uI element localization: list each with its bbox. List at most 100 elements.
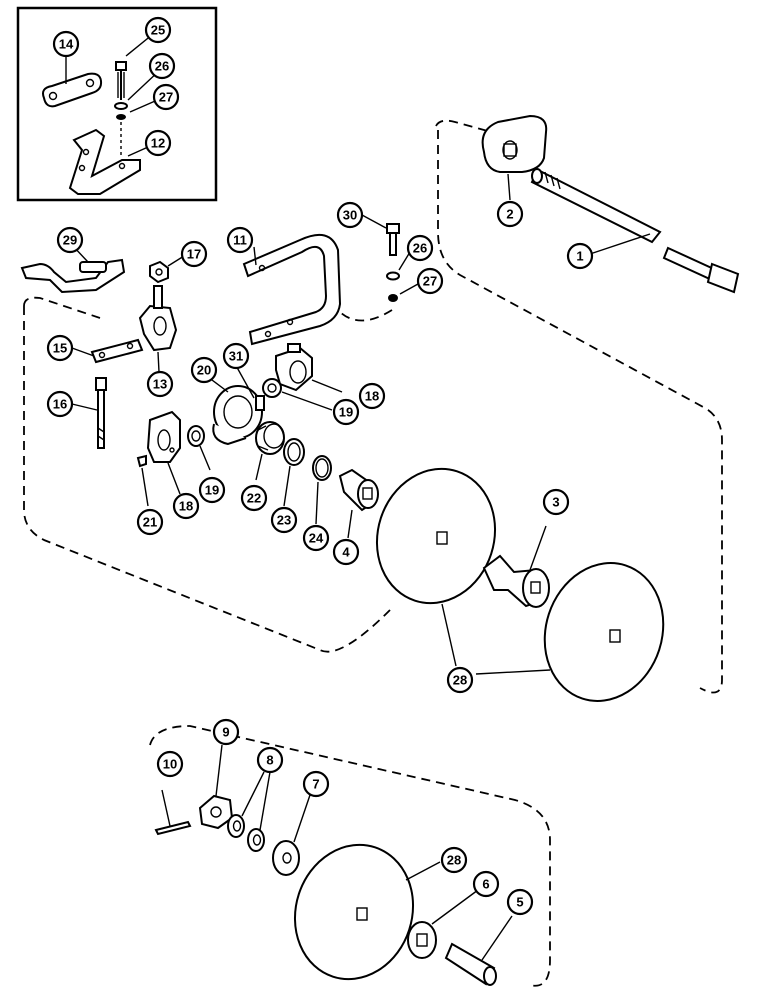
callout-circle <box>332 538 360 566</box>
callout-circle <box>302 770 330 798</box>
callout-circle <box>144 129 172 157</box>
grease-fitting-part <box>136 454 147 468</box>
spacer-washer-part <box>272 840 300 876</box>
spring-tine-part <box>242 233 342 346</box>
callout-number: 5 <box>516 895 523 910</box>
callout-number: 22 <box>247 491 261 506</box>
group-outline-main <box>23 296 393 653</box>
callout-number: 31 <box>229 349 243 364</box>
disc-blade-part-lower <box>293 843 415 981</box>
callout-3: 3 <box>542 488 570 516</box>
callout-29: 29 <box>56 226 84 254</box>
bolt-part <box>115 61 127 100</box>
callout-circle <box>256 746 284 774</box>
callout-circle <box>358 382 386 410</box>
bearing-part-right <box>262 378 282 398</box>
callout-13: 13 <box>146 370 174 398</box>
callout-number: 29 <box>63 233 77 248</box>
callout-number: 9 <box>222 725 229 740</box>
callout-circle <box>222 342 250 370</box>
gang-shaft-part <box>530 168 740 294</box>
group-outline-lower <box>149 725 551 987</box>
callout-28: 28 <box>446 666 474 694</box>
callout-number: 27 <box>423 274 437 289</box>
callout-circle <box>46 390 74 418</box>
mounting-bolt-part <box>386 223 400 256</box>
callout-circle <box>52 30 80 58</box>
callout-circle <box>180 240 208 268</box>
callout-number: 27 <box>159 90 173 105</box>
disc-blade-part-right <box>543 562 665 702</box>
callout-17: 17 <box>180 240 208 268</box>
callout-circle <box>152 83 180 111</box>
callout-circle <box>136 508 164 536</box>
callout-number: 18 <box>365 389 379 404</box>
disc-spacer-plate-part <box>481 114 548 173</box>
clamp-part <box>138 285 178 352</box>
callout-circle <box>542 488 570 516</box>
callout-circle <box>146 370 174 398</box>
callout-circle <box>406 234 434 262</box>
callout-number: 3 <box>552 495 559 510</box>
callout-21: 21 <box>136 508 164 536</box>
callout-number: 14 <box>59 37 74 52</box>
callout-number: 26 <box>155 59 169 74</box>
callout-28: 28 <box>440 846 468 874</box>
callout-circle <box>496 200 524 228</box>
callout-number: 26 <box>413 241 427 256</box>
cotter-pin-part <box>154 820 192 836</box>
callout-1: 1 <box>566 242 594 270</box>
callout-circle <box>240 484 268 512</box>
callout-4: 4 <box>332 538 360 566</box>
callout-circle <box>172 492 200 520</box>
end-tube-part <box>444 942 497 986</box>
callout-number: 20 <box>197 363 211 378</box>
callout-number: 28 <box>453 673 467 688</box>
callout-number: 25 <box>151 23 165 38</box>
callout-number: 1 <box>576 249 583 264</box>
callout-circle <box>506 888 534 916</box>
callout-18: 18 <box>358 382 386 410</box>
bearing-part-left <box>187 425 205 447</box>
callout-circle <box>332 398 360 426</box>
callout-circle <box>472 870 500 898</box>
callout-30: 30 <box>336 201 364 229</box>
callout-22: 22 <box>240 484 268 512</box>
callout-circle <box>144 16 172 44</box>
callout-16: 16 <box>46 390 74 418</box>
callout-circle <box>416 267 444 295</box>
callout-circle <box>226 226 254 254</box>
callout-27: 27 <box>152 83 180 111</box>
callout-number: 16 <box>53 397 67 412</box>
callout-number: 4 <box>342 545 350 560</box>
callout-circle <box>190 356 218 384</box>
bearing-insert-part <box>255 421 285 455</box>
callout-18: 18 <box>172 492 200 520</box>
plate-part <box>90 338 144 364</box>
callout-circle <box>440 846 468 874</box>
callout-number: 11 <box>233 233 247 248</box>
callout-24: 24 <box>302 524 330 552</box>
callout-31: 31 <box>222 342 250 370</box>
callout-number: 23 <box>277 513 291 528</box>
callout-number: 15 <box>53 341 67 356</box>
callout-circle <box>212 718 240 746</box>
bearing-housing-part-right <box>275 343 313 392</box>
callout-number: 2 <box>506 207 513 222</box>
callout-circle <box>566 242 594 270</box>
callout-number: 18 <box>179 499 193 514</box>
callout-number: 7 <box>312 777 319 792</box>
callout-6: 6 <box>472 870 500 898</box>
callout-circle <box>302 524 330 552</box>
callout-number: 10 <box>163 757 177 772</box>
washer-part-b <box>247 828 265 852</box>
callout-26: 26 <box>148 52 176 80</box>
callout-number: 19 <box>339 405 353 420</box>
callout-9: 9 <box>212 718 240 746</box>
callout-number: 12 <box>151 136 165 151</box>
main-bearing-housing-part <box>212 385 265 446</box>
callout-11: 11 <box>226 226 254 254</box>
callout-number: 13 <box>153 377 167 392</box>
callout-25: 25 <box>144 16 172 44</box>
